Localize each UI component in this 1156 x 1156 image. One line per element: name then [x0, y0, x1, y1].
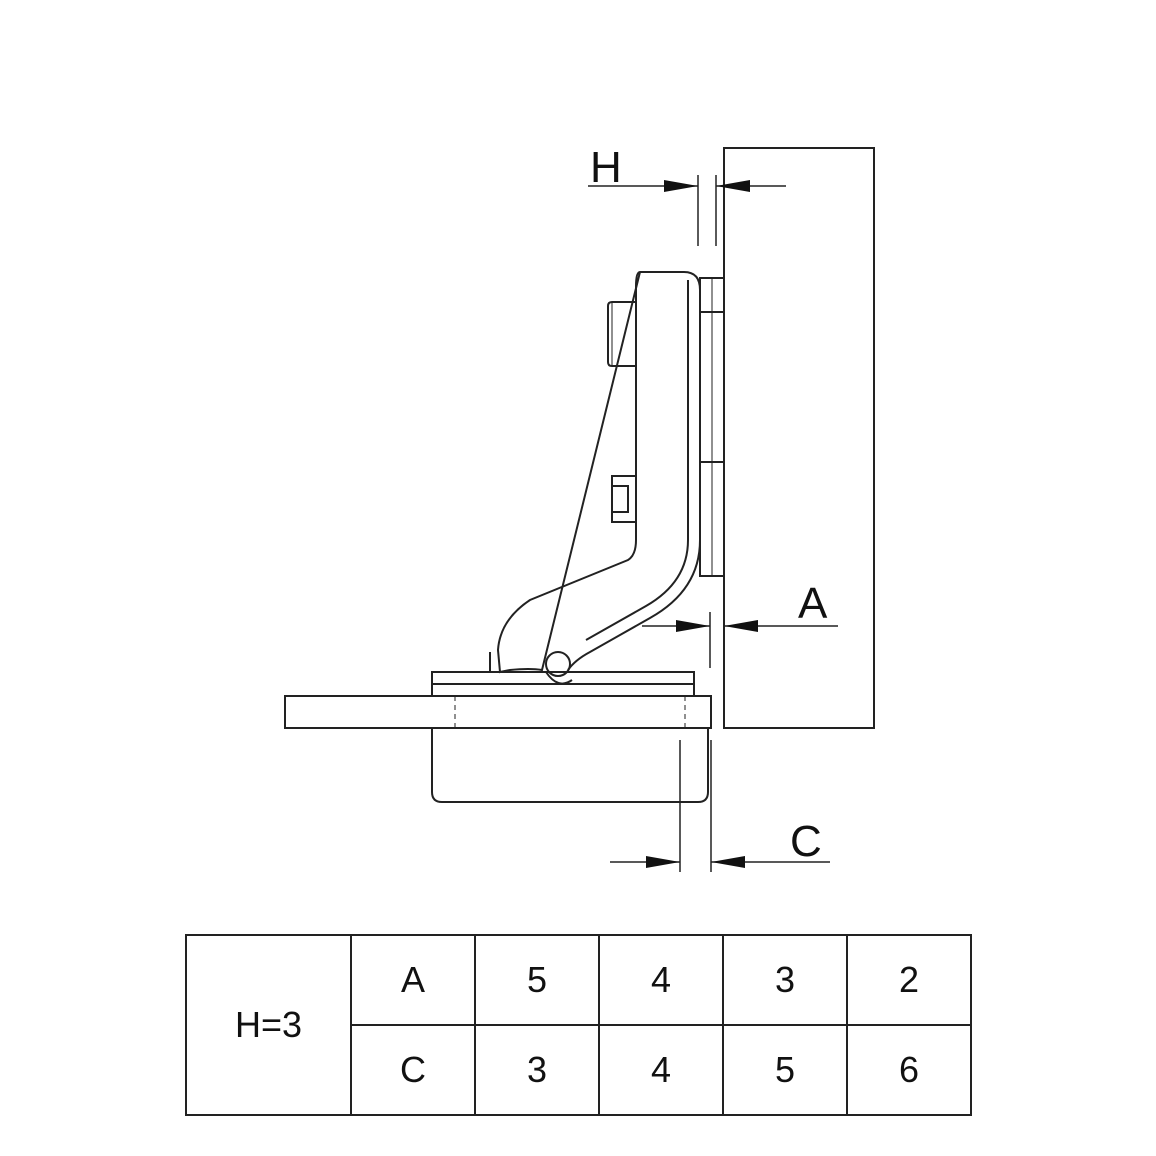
adjustment-clip-lower — [611, 475, 636, 523]
label-c: C — [790, 817, 822, 866]
adjustment-screw-upper — [607, 301, 636, 367]
table-row: C 3 4 5 6 — [186, 1024, 972, 1116]
arrow-h-right — [716, 180, 750, 192]
arrow-c-right — [711, 856, 745, 868]
table-cell: 4 — [598, 934, 724, 1026]
arrow-c-left — [646, 856, 680, 868]
row-label-a: A — [350, 934, 476, 1026]
table-cell: 5 — [474, 934, 600, 1026]
table-corner-cell: H=3 — [185, 934, 352, 1116]
cabinet-side-panel — [723, 147, 875, 729]
row-label-c: C — [350, 1024, 476, 1116]
table-cell: 3 — [722, 934, 848, 1026]
table-cell: 3 — [474, 1024, 600, 1116]
spec-table: H=3 A 5 4 3 2 C 3 4 5 6 — [185, 934, 972, 1116]
label-a: A — [798, 579, 828, 628]
table-cell: 4 — [598, 1024, 724, 1116]
pivot-pin — [545, 651, 571, 677]
hinge-cup — [431, 728, 709, 803]
door-panel — [284, 695, 712, 729]
table-cell: 6 — [846, 1024, 972, 1116]
hinge-arm — [496, 270, 701, 674]
arrow-a-right — [724, 620, 758, 632]
table-cell: 2 — [846, 934, 972, 1026]
arrow-h-left — [664, 180, 698, 192]
table-row: H=3 A 5 4 3 2 — [185, 934, 972, 1116]
arrow-a-left — [676, 620, 710, 632]
table-cell: 5 — [722, 1024, 848, 1116]
label-h: H — [590, 143, 622, 192]
